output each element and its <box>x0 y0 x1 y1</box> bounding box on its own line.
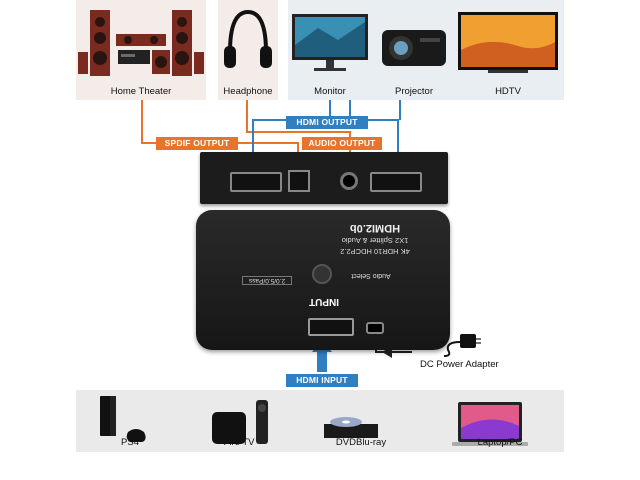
hdmi-output-tag: HDMI OUTPUT <box>286 116 368 129</box>
headphone-label: Headphone <box>223 86 273 97</box>
headphone-panel: Headphone <box>218 0 278 100</box>
fire-tv-icon <box>212 400 268 444</box>
hdtv-icon <box>458 12 558 73</box>
laptop-label: Laptop/PC <box>477 437 523 448</box>
splitter-front: HDMI2.0b 1X2 Splitter & Audio 4K HDR10 H… <box>196 210 450 350</box>
fire-tv-label: Fire TV <box>223 437 255 448</box>
audio-select-label: Audio Select <box>351 272 391 279</box>
dvd-player-icon <box>324 417 378 438</box>
power-adapter-icon <box>443 334 481 357</box>
audio-select-button[interactable] <box>312 264 332 284</box>
home-theater-panel: Home Theater <box>76 0 206 100</box>
spdif-port[interactable] <box>288 170 310 192</box>
laptop-icon <box>452 402 528 446</box>
dc-power-label: DC Power Adapter <box>420 359 499 370</box>
spdif-output-tag: SPDIF OUTPUT <box>156 137 238 150</box>
device-brand: HDMI2.0b <box>349 222 401 234</box>
input-label: INPUT <box>309 296 339 307</box>
device-spec: 4K HDR10 HDCP2.2 <box>340 247 410 256</box>
hdmi-input-tag: HDMI INPUT <box>286 374 358 387</box>
monitor-label: Monitor <box>314 86 346 97</box>
ps4-icon <box>100 396 146 442</box>
splitter-back <box>200 152 448 204</box>
device-model: 1X2 Splitter & Audio <box>341 236 409 245</box>
hdmi-output-port-1[interactable] <box>230 172 282 192</box>
monitor-icon <box>292 14 368 71</box>
home-theater-label: Home Theater <box>110 86 172 97</box>
dvd-label: DVDBlu-ray <box>335 437 387 448</box>
dc-power-port[interactable] <box>366 322 384 334</box>
hdmi-output-port-2[interactable] <box>370 172 422 192</box>
headphone-icon <box>224 9 272 68</box>
audio-jack[interactable] <box>340 172 358 190</box>
hdmi-input-port[interactable] <box>308 318 354 336</box>
hdtv-label: HDTV <box>495 86 521 97</box>
home-theater-icon <box>78 10 204 76</box>
ps4-label: PS4 <box>121 437 139 448</box>
audio-output-tag: AUDIO OUTPUT <box>302 137 382 150</box>
sources-icons <box>100 396 528 446</box>
mode-label: 2.0/5.0/Pass <box>242 276 292 285</box>
display-panel: Monitor Projector HDTV <box>288 0 564 100</box>
projector-label: Projector <box>394 86 433 97</box>
displays-icon <box>292 12 558 73</box>
projector-icon <box>382 30 446 66</box>
